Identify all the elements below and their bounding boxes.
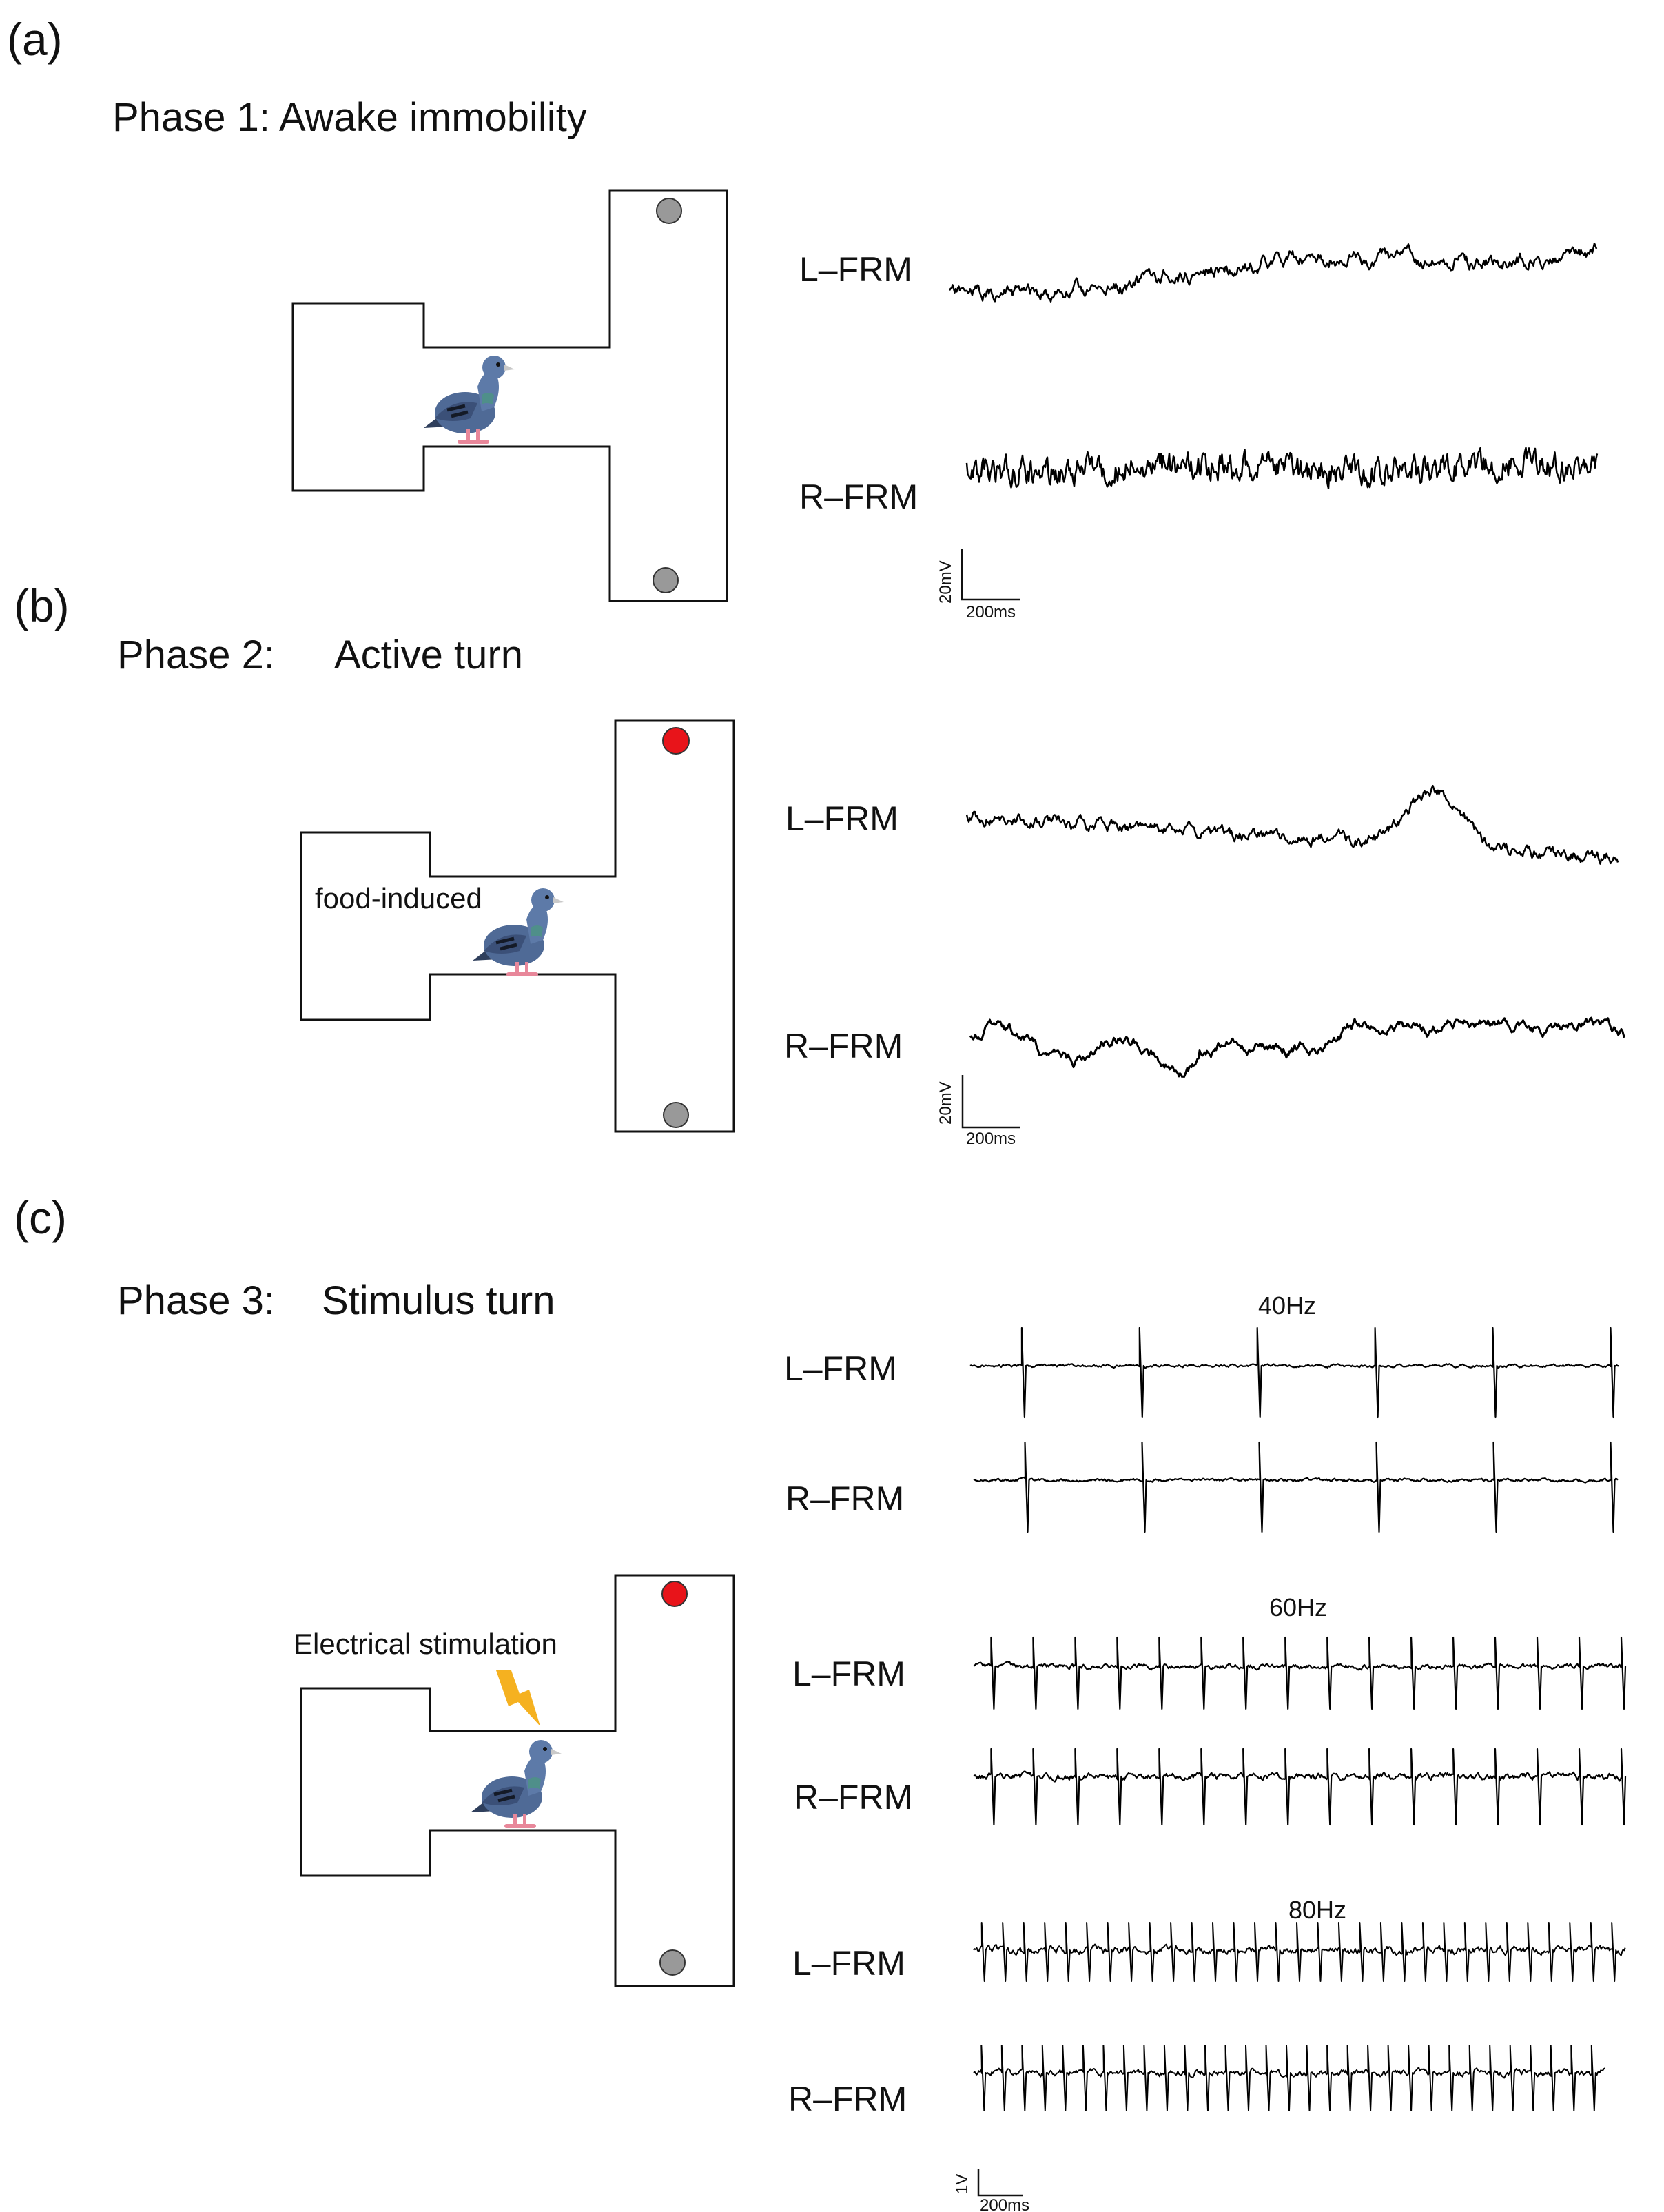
maze-note-food-induced: food-induced [315, 882, 482, 914]
trace-b-r-frm [969, 1016, 1625, 1078]
t-maze-outline [300, 1574, 735, 1987]
maze-b: food-induced [300, 719, 735, 1133]
channel-label-l-frm: L–FRM [784, 1349, 897, 1388]
channel-label-r-frm: R–FRM [794, 1778, 912, 1816]
food-well-bottom [663, 1102, 689, 1128]
trace-60hz-r-frm [973, 1748, 1627, 1826]
scalebar-a: 20mV 200ms [936, 549, 1020, 622]
food-well-bottom [659, 1949, 686, 1976]
scalebar-voltage: 20mV [936, 560, 955, 604]
channel-label-r-frm: R–FRM [784, 1027, 903, 1065]
scalebar-voltage: 1V [953, 2174, 972, 2194]
trace-40hz-r-frm [973, 1441, 1619, 1533]
scalebar-time: 200ms [980, 2196, 1029, 2212]
pigeon-icon [473, 888, 564, 974]
frequency-label-80hz: 80Hz [1288, 1896, 1346, 1924]
panel-label-c: (c) [14, 1192, 67, 1243]
food-well-top [656, 198, 682, 224]
frequency-label-60hz: 60Hz [1269, 1593, 1327, 1621]
pigeon-icon [471, 1740, 562, 1826]
maze-note-electrical-stimulation: Electrical stimulation [294, 1628, 557, 1660]
scalebar-c: 1V 200ms [953, 2169, 1029, 2212]
trace-b-l-frm [965, 784, 1619, 865]
frequency-label-40hz: 40Hz [1258, 1291, 1316, 1320]
food-well-top [662, 727, 690, 755]
channel-label-l-frm: L–FRM [799, 250, 912, 289]
scalebar-voltage: 20mV [936, 1081, 955, 1125]
scalebar-time: 200ms [966, 1129, 1016, 1148]
food-well-bottom [653, 567, 679, 593]
phase-1-title: Phase 1: Awake immobility [112, 95, 587, 140]
maze-a [291, 189, 728, 602]
channel-label-l-frm: L–FRM [785, 799, 898, 838]
lightning-icon [496, 1670, 540, 1726]
phase-3-title: Stimulus turn [322, 1278, 555, 1323]
channel-label-r-frm: R–FRM [788, 2080, 907, 2118]
trace-60hz-l-frm [973, 1636, 1627, 1710]
panel-label-a: (a) [7, 14, 63, 65]
trace-40hz-l-frm [969, 1327, 1619, 1419]
maze-c: Electrical stimulation [294, 1574, 735, 1987]
t-maze-outline [300, 719, 735, 1133]
trace-a-l-frm [948, 242, 1598, 303]
t-maze-outline [291, 189, 728, 602]
scalebar-b: 20mV 200ms [936, 1075, 1020, 1148]
phase-3-prefix: Phase 3: [117, 1278, 275, 1323]
pigeon-icon [424, 356, 515, 442]
trace-80hz-l-frm [973, 1922, 1626, 1982]
trace-80hz-r-frm [973, 2045, 1605, 2111]
channel-label-r-frm: R–FRM [799, 478, 918, 516]
panel-b: (b) Phase 2: Active turn food-induced L–… [14, 580, 1625, 1148]
panel-label-b: (b) [14, 580, 70, 631]
phase-2-title: Active turn [334, 633, 523, 677]
channel-label-l-frm: L–FRM [792, 1655, 905, 1693]
panel-c: (c) Phase 3: Stimulus turn Electrical st… [14, 1192, 1627, 2212]
channel-label-r-frm: R–FRM [785, 1479, 904, 1518]
scalebar-time: 200ms [966, 603, 1016, 622]
channel-label-l-frm: L–FRM [792, 1944, 905, 1983]
phase-2-prefix: Phase 2: [117, 633, 275, 677]
food-well-top [661, 1581, 688, 1607]
trace-a-r-frm [965, 447, 1599, 489]
panel-a: (a) Phase 1: Awake immobility L–FRM R–FR… [7, 14, 1599, 622]
